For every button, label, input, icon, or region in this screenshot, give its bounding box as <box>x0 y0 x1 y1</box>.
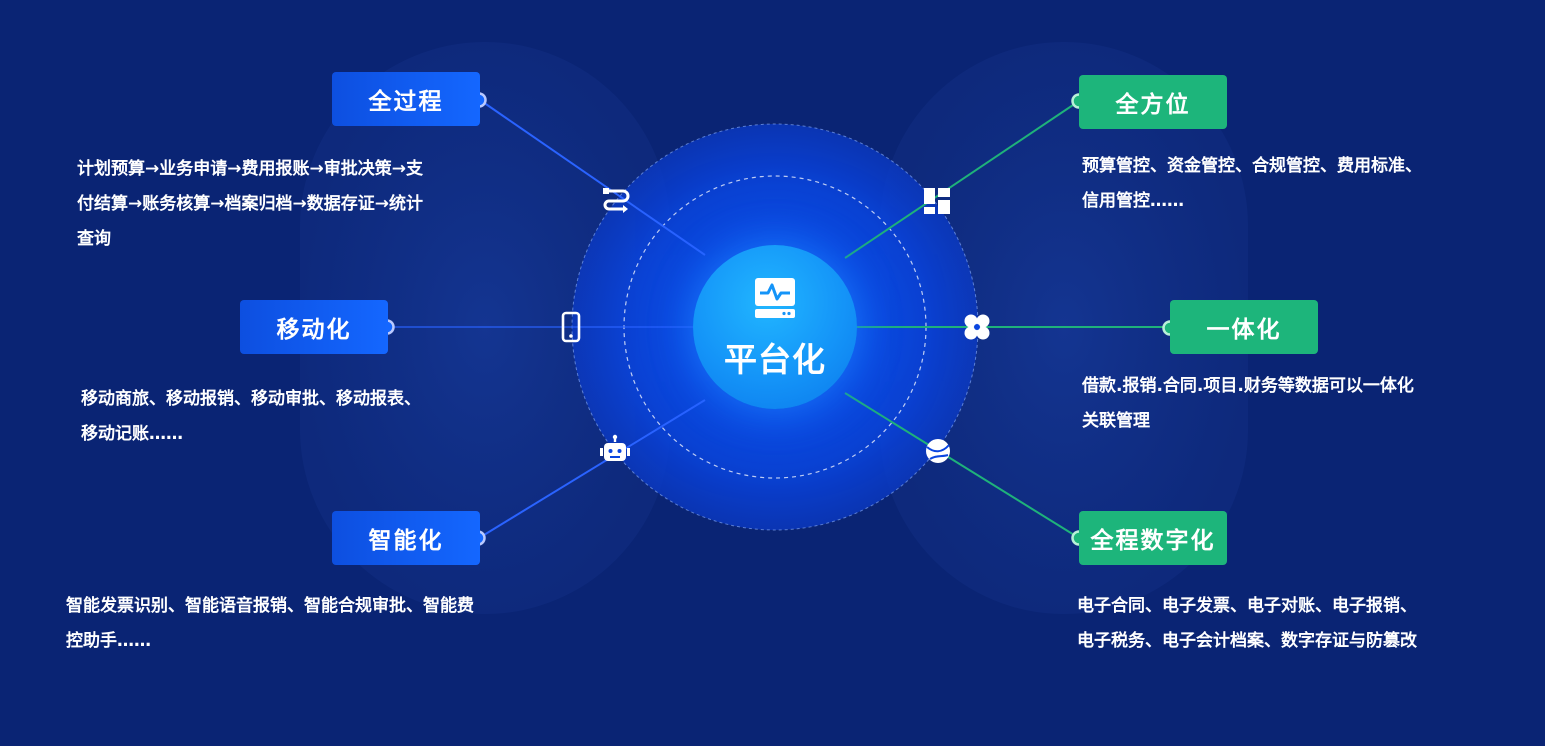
desc-mobile: 移动商旅、移动报销、移动审批、移动报表、 移动记账…… <box>81 382 421 452</box>
tag-mobile: 移动化 <box>240 300 388 354</box>
desc-line: 关联管理 <box>1082 411 1150 431</box>
server-monitor-icon <box>755 278 795 318</box>
desc-line: 查询 <box>77 229 111 249</box>
connector-intelligent <box>478 399 706 539</box>
mobile-phone-icon <box>553 309 589 345</box>
dashboard-grid-icon <box>919 183 955 219</box>
tag-all-round: 全方位 <box>1079 75 1227 129</box>
connector-digital <box>844 392 1080 539</box>
desc-digital: 电子合同、电子发票、电子对账、电子报销、 电子税务、电子会计档案、数字存证与防篡… <box>1077 589 1417 659</box>
desc-line: 预算管控、资金管控、合规管控、费用标准、 <box>1082 156 1422 176</box>
tag-full-process: 全过程 <box>332 72 480 126</box>
desc-full-process: 计划预算→业务申请→费用报账→审批决策→支 付结算→账务核算→档案归档→数据存证… <box>77 152 423 257</box>
connector-full-process <box>479 99 706 256</box>
robot-icon <box>597 433 633 469</box>
tag-integrated: 一体化 <box>1170 300 1318 354</box>
center-hub: 平台化 <box>693 245 857 409</box>
desc-intelligent: 智能发票识别、智能语音报销、智能合规审批、智能费 控助手…… <box>66 589 474 659</box>
desc-line: 移动记账…… <box>81 424 183 444</box>
clover-icon <box>959 309 995 345</box>
connector-all-round <box>844 100 1080 259</box>
globe-icon <box>920 433 956 469</box>
tag-digital: 全程数字化 <box>1079 511 1227 565</box>
center-title: 平台化 <box>724 340 826 379</box>
desc-line: 电子合同、电子发票、电子对账、电子报销、 <box>1077 596 1417 616</box>
tag-intelligent: 智能化 <box>332 511 480 565</box>
desc-line: 信用管控…… <box>1082 191 1184 211</box>
desc-line: 电子税务、电子会计档案、数字存证与防篡改 <box>1077 631 1417 651</box>
desc-line: 付结算→账务核算→档案归档→数据存证→统计 <box>77 194 423 214</box>
desc-integrated: 借款.报销.合同.项目.财务等数据可以一体化 关联管理 <box>1082 369 1414 439</box>
desc-line: 移动商旅、移动报销、移动审批、移动报表、 <box>81 389 421 409</box>
desc-line: 控助手…… <box>66 631 151 651</box>
workflow-icon <box>598 181 634 217</box>
desc-line: 计划预算→业务申请→费用报账→审批决策→支 <box>77 159 423 179</box>
desc-line: 智能发票识别、智能语音报销、智能合规审批、智能费 <box>66 596 474 616</box>
desc-line: 借款.报销.合同.项目.财务等数据可以一体化 <box>1082 376 1414 396</box>
desc-all-round: 预算管控、资金管控、合规管控、费用标准、 信用管控…… <box>1082 149 1422 219</box>
